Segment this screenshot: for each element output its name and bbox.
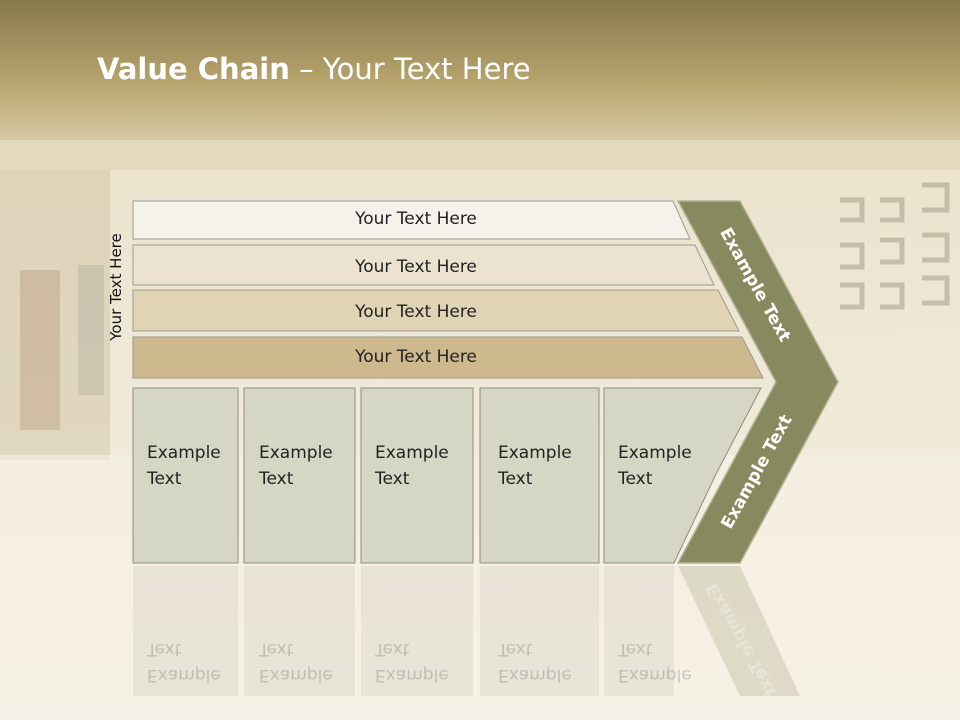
activity-box-4-reflection: Example Text: [498, 636, 572, 688]
activity-box-4-reflection-line2: Text: [498, 639, 533, 659]
activity-box-1-reflection-line1: Example: [147, 665, 221, 685]
activity-box-2-text: Example Text: [259, 440, 333, 492]
activity-box-5-line1: Example: [618, 443, 692, 463]
row-3[interactable]: [132, 289, 740, 332]
activity-box-2-reflection-line1: Example: [259, 665, 333, 685]
row-1[interactable]: [132, 200, 691, 240]
title-rest: – Your Text Here: [289, 52, 531, 86]
activity-box-3-text: Example Text: [375, 440, 449, 492]
row-1-label: Your Text Here: [354, 209, 477, 229]
activity-box-2-line1: Example: [259, 443, 333, 463]
activity-box-3[interactable]: [360, 387, 474, 564]
row-4[interactable]: [132, 336, 764, 379]
activity-box-4[interactable]: [479, 387, 600, 564]
activity-box-3-line2: Text: [375, 469, 410, 489]
activity-box-3-line1: Example: [375, 443, 449, 463]
margin-chevron[interactable]: [676, 200, 839, 564]
title-bold: Value Chain: [97, 52, 290, 86]
activity-box-2-line2: Text: [259, 469, 294, 489]
activity-box-3-reflection-line2: Text: [375, 639, 410, 659]
activity-box-4-text: Example Text: [498, 440, 572, 492]
activity-box-1-reflection: Example Text: [147, 636, 221, 688]
row-3-label: Your Text Here: [354, 302, 477, 322]
activity-box-5-reflection-line2: Text: [618, 639, 653, 659]
activity-box-2[interactable]: [243, 387, 356, 564]
activity-box-4-line2: Text: [498, 469, 533, 489]
row-2[interactable]: [132, 244, 715, 286]
activity-box-1-line1: Example: [147, 443, 221, 463]
row-4-label: Your Text Here: [354, 347, 477, 367]
activity-box-5-reflection: Example Text: [618, 636, 692, 688]
activity-box-3-reflection: Example Text: [375, 636, 449, 688]
row-2-label: Your Text Here: [354, 257, 477, 277]
activity-box-2-reflection-line2: Text: [259, 639, 294, 659]
activity-box-2-reflection: Example Text: [259, 636, 333, 688]
activity-box-1-text: Example Text: [147, 440, 221, 492]
activity-box-1[interactable]: [132, 387, 239, 564]
activity-box-4-reflection-line1: Example: [498, 665, 572, 685]
activity-box-4-line1: Example: [498, 443, 572, 463]
activity-box-3-reflection-line1: Example: [375, 665, 449, 685]
activity-box-5-reflection-line1: Example: [618, 665, 692, 685]
activity-box-5-line2: Text: [618, 469, 653, 489]
activity-box-1-line2: Text: [147, 469, 182, 489]
activity-box-5-text: Example Text: [618, 440, 692, 492]
activity-box-5[interactable]: [603, 387, 762, 564]
activity-box-1-reflection-line2: Text: [147, 639, 182, 659]
page-title: Value Chain – Your Text Here: [97, 52, 531, 86]
